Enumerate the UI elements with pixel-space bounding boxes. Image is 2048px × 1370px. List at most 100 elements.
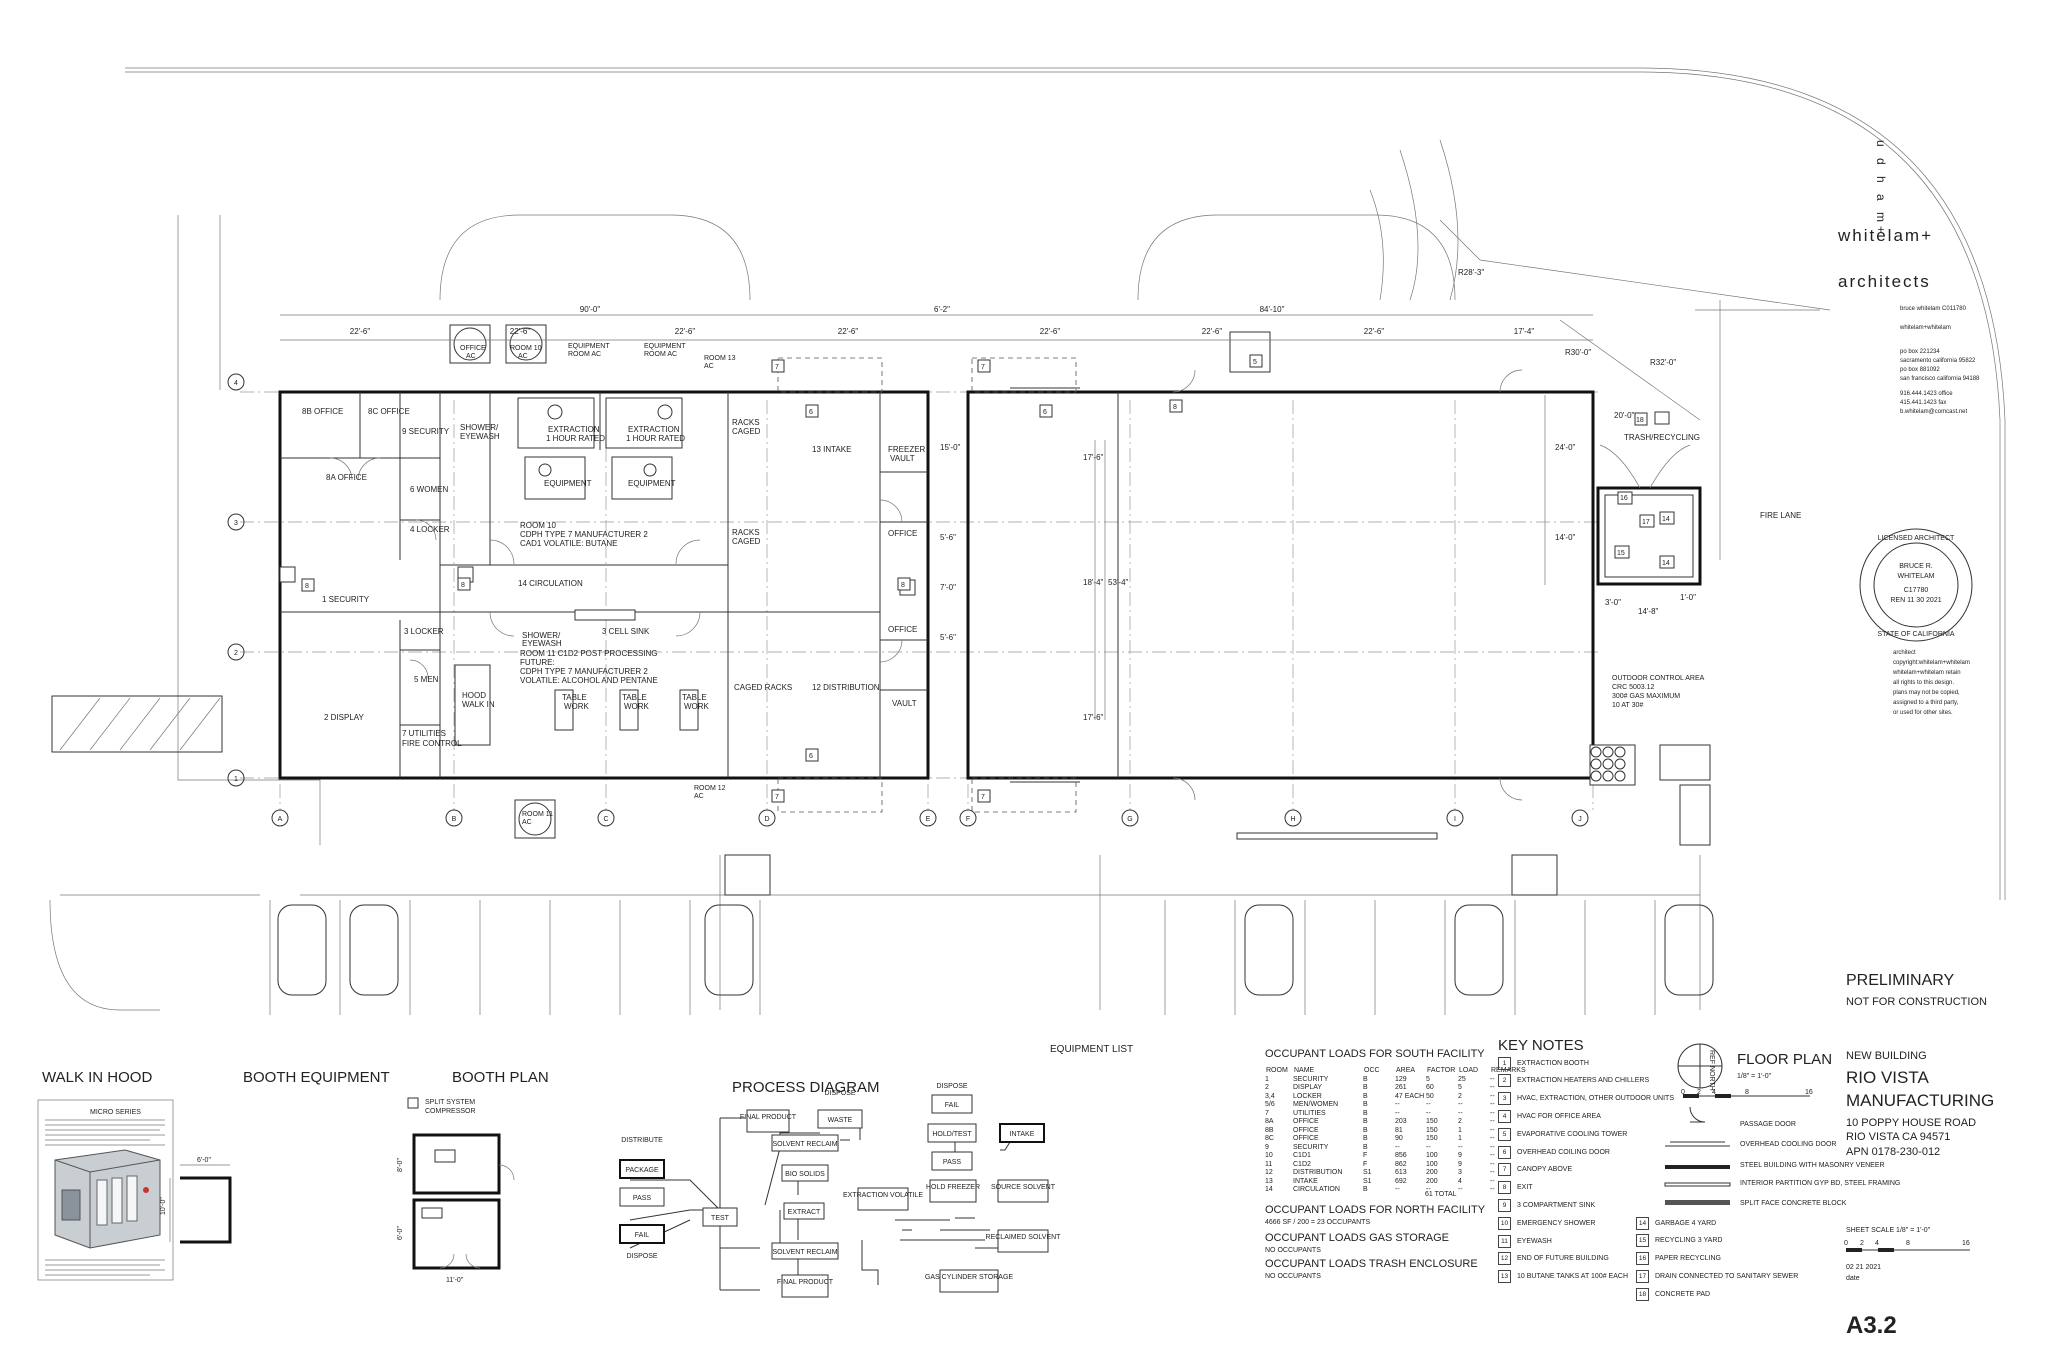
table-cell: -- (1490, 1177, 1495, 1185)
key-note-number: 15 (1636, 1234, 1649, 1248)
trash-label: TRASH/RECYCLING (1624, 433, 1700, 442)
process-node: FAIL (635, 1232, 650, 1239)
table-label-sub: WORK (564, 702, 590, 711)
table-cell: 8A (1265, 1118, 1274, 1126)
svg-text:6: 6 (1043, 409, 1047, 416)
key-note-number: 10 (1498, 1216, 1511, 1230)
table-cell: SECURITY (1293, 1143, 1329, 1151)
seal-number: C17780 (1904, 587, 1929, 594)
room-9: 9 SECURITY (402, 427, 450, 436)
table-cell: 613 (1395, 1169, 1407, 1177)
key-note-number: 17 (1636, 1269, 1649, 1283)
grid-col: E (926, 816, 931, 823)
table-cell: -- (1458, 1143, 1463, 1151)
room-8a: 8A OFFICE (326, 473, 367, 482)
dim-enclosure: 1'-0" (1680, 593, 1696, 602)
hood-image (54, 1149, 161, 1249)
key-note-text: HVAC, EXTRACTION, OTHER OUTDOOR UNITS (1517, 1095, 1674, 1103)
table-cell: 150 (1426, 1118, 1438, 1126)
svg-text:6: 6 (809, 409, 813, 416)
equipment-label: EQUIPMENT (628, 479, 676, 488)
notice-line: all rights to this design. (1893, 680, 1955, 686)
scale-tick: 0 (1844, 1240, 1848, 1247)
project-address-1: 10 POPPY HOUSE ROAD (1846, 1117, 1977, 1129)
room-11: ROOM 11 C1D2 POST PROCESSING (520, 649, 658, 658)
legend-item: STEEL BUILDING WITH MASONRY VENEER (1740, 1162, 1885, 1169)
table-cell: -- (1490, 1143, 1495, 1151)
racks-label: RACKS (732, 418, 760, 427)
key-note-number: 6 (1498, 1145, 1511, 1159)
equipment-label: EQUIPMENT (544, 479, 592, 488)
sheet-date-label: date (1846, 1275, 1860, 1282)
firm-name-line1: whitelam+ (1838, 226, 1934, 245)
table-cell: B (1363, 1075, 1368, 1083)
ac-label: EQUIPMENT (644, 343, 686, 350)
dim-center: 17'-6" (1083, 713, 1104, 722)
table-cell: S1 (1363, 1169, 1372, 1177)
sheet-scale: SHEET SCALE 1/8" = 1'-0" 0 2 4 8 16 (1844, 1227, 1970, 1252)
table-cell: -- (1490, 1118, 1495, 1126)
table-cell: -- (1490, 1126, 1495, 1134)
notice-line: or used for other sites. (1893, 710, 1953, 716)
firm-web: whitelam+whitelam (1900, 325, 1951, 331)
ac-label: ROOM 12 (694, 785, 726, 792)
svg-text:8: 8 (305, 583, 309, 590)
key-note-text: DRAIN CONNECTED TO SANITARY SEWER (1655, 1272, 1799, 1280)
racks-label-sub: CAGED (732, 537, 761, 546)
ac-label-sub: ROOM AC (644, 351, 677, 358)
outdoor-label: OUTDOOR CONTROL AREA (1612, 675, 1705, 682)
floor-plan-title: FLOOR PLAN (1737, 1051, 1832, 1068)
table-cell: B (1363, 1084, 1368, 1092)
dim-top-gap: 6'-2" (934, 305, 950, 314)
key-note-text: PAPER RECYCLING (1655, 1255, 1721, 1263)
process-node: DISTRIBUTE (621, 1137, 663, 1144)
dim-label: 11'-0" (446, 1277, 464, 1284)
table-cell: 60 (1426, 1084, 1434, 1092)
room-10-volatile: CAD1 VOLATILE: BUTANE (520, 539, 618, 548)
process-node: SOLVENT RECLAIM (772, 1141, 837, 1148)
dim-right: 20'-0" (1614, 411, 1635, 420)
sheet-number: A3.2 (1846, 1312, 1897, 1339)
seal-ring-top: LICENSED ARCHITECT (1878, 535, 1955, 542)
notice-line: copyright:whitelam+whitelam (1893, 660, 1970, 666)
table-cell: 2 (1458, 1092, 1462, 1100)
table-cell: 8C (1265, 1135, 1274, 1143)
table-cell: B (1363, 1118, 1368, 1126)
ac-label-sub: AC (466, 353, 476, 360)
svg-text:5: 5 (1253, 359, 1257, 366)
parking-stalls (269, 900, 1714, 1015)
process-node: EXTRACTION VOLATILE (843, 1192, 923, 1199)
notice-line: plans may not be copied, (1893, 690, 1960, 696)
caged-racks-label: CAGED RACKS (734, 683, 792, 692)
office-label: OFFICE (888, 529, 917, 538)
floor-plan-scale: 1/8" = 1'-0" (1737, 1073, 1772, 1080)
table-cell: 100 (1426, 1160, 1438, 1168)
room-4: 4 LOCKER (410, 525, 450, 534)
dim-center: 18'-4" (1083, 578, 1104, 587)
table-cell: C1D1 (1293, 1152, 1311, 1160)
grid-col: I (1454, 816, 1456, 823)
table-cell: C1D2 (1293, 1160, 1311, 1168)
booth-plan-title: BOOTH PLAN (452, 1069, 549, 1086)
shower-label: SHOWER/ (460, 423, 499, 432)
grid-col: A (278, 816, 283, 823)
table-cell: INTAKE (1293, 1177, 1318, 1185)
table-cell: -- (1426, 1109, 1431, 1117)
shower-label-sub: EYEWASH (522, 639, 562, 648)
dim-bay: 22'-6" (1040, 327, 1061, 336)
key-note-text: EVAPORATIVE COOLING TOWER (1517, 1130, 1628, 1138)
micro-series-label: MICRO SERIES (90, 1109, 141, 1116)
key-note-text: EMERGENCY SHOWER (1517, 1219, 1596, 1227)
dim-right: 14'-0" (1555, 533, 1576, 542)
process-node: FINAL PRODUCT (777, 1279, 834, 1286)
table-cell: 7 (1265, 1109, 1269, 1117)
sheet-scale-label: SHEET SCALE 1/8" = 1'-0" (1846, 1227, 1931, 1234)
key-note-text: CANOPY ABOVE (1517, 1166, 1573, 1174)
status-label: PRELIMINARY (1846, 972, 1955, 989)
